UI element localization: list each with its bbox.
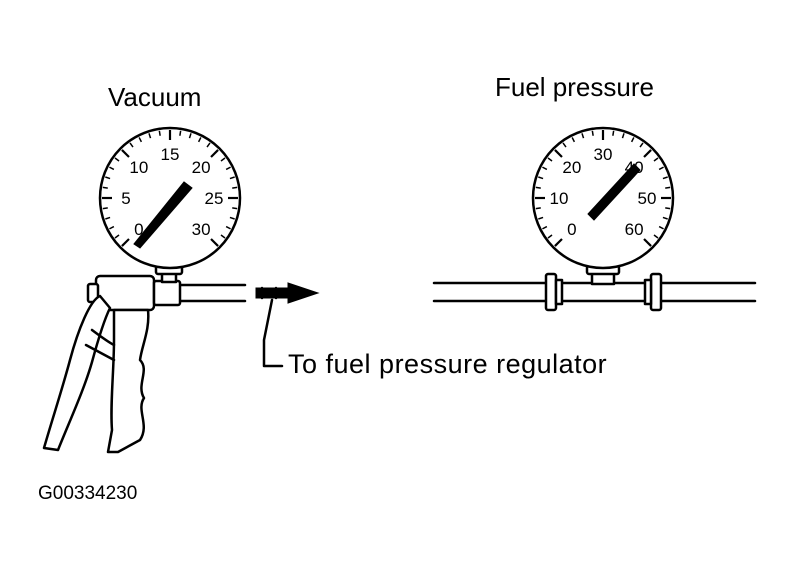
- fuel-gauge-minor-tick: [665, 207, 671, 210]
- vacuum-gauge-scale-label: 0: [134, 220, 143, 239]
- vacuum-gauge-minor-tick: [220, 157, 226, 162]
- vacuum-title: Vacuum: [108, 82, 201, 112]
- fuel-gauge-minor-tick: [591, 130, 594, 136]
- vacuum-gauge-minor-tick: [148, 133, 152, 139]
- vacuum-gauge-ticks: [102, 130, 238, 247]
- vacuum-gauge-major-tick: [121, 149, 130, 158]
- vacuum-gauge-minor-tick: [114, 234, 120, 239]
- fuel-line-right-fitting: [643, 278, 653, 306]
- vacuum-gauge: 05 10 15 20 25 30: [98, 126, 242, 270]
- vacuum-gauge-minor-tick: [206, 142, 211, 148]
- fuel-gauge-minor-tick: [535, 207, 541, 210]
- fuel-line-left-fitting: [554, 278, 564, 306]
- arrow-head: [287, 282, 320, 304]
- fuel-gauge-minor-tick: [653, 157, 659, 162]
- vacuum-gauge-scale-label: 20: [192, 158, 211, 177]
- fuel-gauge-scale-label: 0: [567, 220, 576, 239]
- vacuum-gauge-minor-tick: [225, 225, 231, 230]
- vacuum-gauge-scale-label: 30: [192, 220, 211, 239]
- fuel-gauge-minor-tick: [612, 130, 615, 136]
- fuel-gauge-minor-tick: [538, 176, 544, 180]
- vacuum-gauge-minor-tick: [188, 133, 192, 139]
- callout-leader-line: [262, 298, 284, 368]
- fuel-line-right-clamp: [649, 272, 663, 312]
- fuel-pressure-gauge: 0102030405060: [531, 126, 675, 270]
- vacuum-gauge-minor-tick: [232, 186, 238, 189]
- fuel-gauge-minor-tick: [581, 133, 585, 139]
- pump-lever-link: [84, 343, 116, 362]
- vacuum-gauge-minor-tick: [105, 176, 111, 180]
- fuel-gauge-minor-tick: [658, 225, 664, 230]
- fuel-gauge-minor-tick: [535, 186, 541, 189]
- vacuum-gauge-face: [98, 126, 242, 270]
- vacuum-gauge-minor-tick: [138, 137, 143, 143]
- vacuum-gauge-scale-label: 5: [121, 189, 130, 208]
- callout-label: To fuel pressure regulator: [288, 349, 607, 379]
- vacuum-gauge-scale-label: 15: [161, 145, 180, 164]
- fuel-gauge-minor-tick: [662, 216, 668, 220]
- vacuum-gauge-minor-tick: [197, 137, 202, 143]
- fuel-gauge-minor-tick: [538, 216, 544, 220]
- direction-arrow: [255, 282, 320, 304]
- vacuum-gauge-minor-tick: [229, 176, 235, 180]
- vacuum-gauge-minor-tick: [102, 186, 108, 189]
- vacuum-gauge-minor-tick: [158, 130, 161, 136]
- vacuum-gauge-scale-label: 25: [205, 189, 224, 208]
- fuel-pressure-gauge-ticks: [535, 130, 671, 247]
- fuel-gauge-minor-tick: [542, 225, 548, 230]
- vacuum-gauge-minor-tick: [220, 234, 226, 239]
- vacuum-gauge-minor-tick: [109, 166, 115, 171]
- fuel-gauge-major-tick: [643, 238, 652, 247]
- fuel-gauge-minor-tick: [653, 234, 659, 239]
- fuel-pressure-gauge-needle: [587, 163, 641, 221]
- pump-trigger-lever: [42, 294, 112, 452]
- vacuum-gauge-major-tick: [210, 149, 219, 158]
- fuel-gauge-scale-label: 60: [625, 220, 644, 239]
- vacuum-gauge-minor-tick: [105, 216, 111, 220]
- fuel-gauge-minor-tick: [630, 137, 635, 143]
- fuel-gauge-major-tick: [643, 149, 652, 158]
- vacuum-gauge-minor-tick: [102, 207, 108, 210]
- vacuum-gauge-minor-tick: [225, 166, 231, 171]
- fuel-gauge-minor-tick: [658, 166, 664, 171]
- pump-lever-link-2: [90, 328, 116, 347]
- vacuum-gauge-minor-tick: [179, 130, 182, 136]
- vacuum-gauge-minor-tick: [114, 157, 120, 162]
- vacuum-gauge-minor-tick: [129, 142, 134, 148]
- fuel-gauge-minor-tick: [542, 166, 548, 171]
- fuel-gauge-minor-tick: [621, 133, 625, 139]
- fuel-gauge-minor-tick: [665, 186, 671, 189]
- vacuum-gauge-minor-tick: [229, 216, 235, 220]
- fuel-gauge-major-tick: [554, 149, 563, 158]
- vacuum-gauge-minor-tick: [109, 225, 115, 230]
- vacuum-gauge-minor-tick: [232, 207, 238, 210]
- figure-code: G00334230: [38, 483, 137, 504]
- fuel-gauge-minor-tick: [662, 176, 668, 180]
- pump-grip-handle: [106, 308, 150, 454]
- vacuum-gauge-scale-label: 10: [129, 158, 148, 177]
- fuel-gauge-minor-tick: [639, 142, 644, 148]
- vacuum-pump-tool: [42, 264, 247, 454]
- fuel-gauge-minor-tick: [547, 234, 553, 239]
- fuel-gauge-minor-tick: [562, 142, 567, 148]
- fuel-gauge-scale-label: 50: [638, 189, 657, 208]
- gauge-tee-connector: [152, 279, 182, 307]
- fuel-pressure-title: Fuel pressure: [495, 72, 654, 102]
- vacuum-gauge-needle: [133, 181, 193, 249]
- vacuum-gauge-scale-labels: 05 10 15 20 25 30: [121, 145, 223, 239]
- fuel-gauge-minor-tick: [571, 137, 576, 143]
- fuel-gauge-scale-label: 10: [550, 189, 569, 208]
- fuel-gauge-scale-label: 20: [562, 158, 581, 177]
- fuel-line-left-clamp: [544, 272, 558, 312]
- vacuum-gauge-major-tick: [210, 238, 219, 247]
- vacuum-gauge-major-tick: [121, 238, 130, 247]
- fuel-gauge-scale-label: 30: [594, 145, 613, 164]
- fuel-gauge-major-tick: [554, 238, 563, 247]
- fuel-gauge-minor-tick: [547, 157, 553, 162]
- fuel-line-assembly: [432, 264, 757, 312]
